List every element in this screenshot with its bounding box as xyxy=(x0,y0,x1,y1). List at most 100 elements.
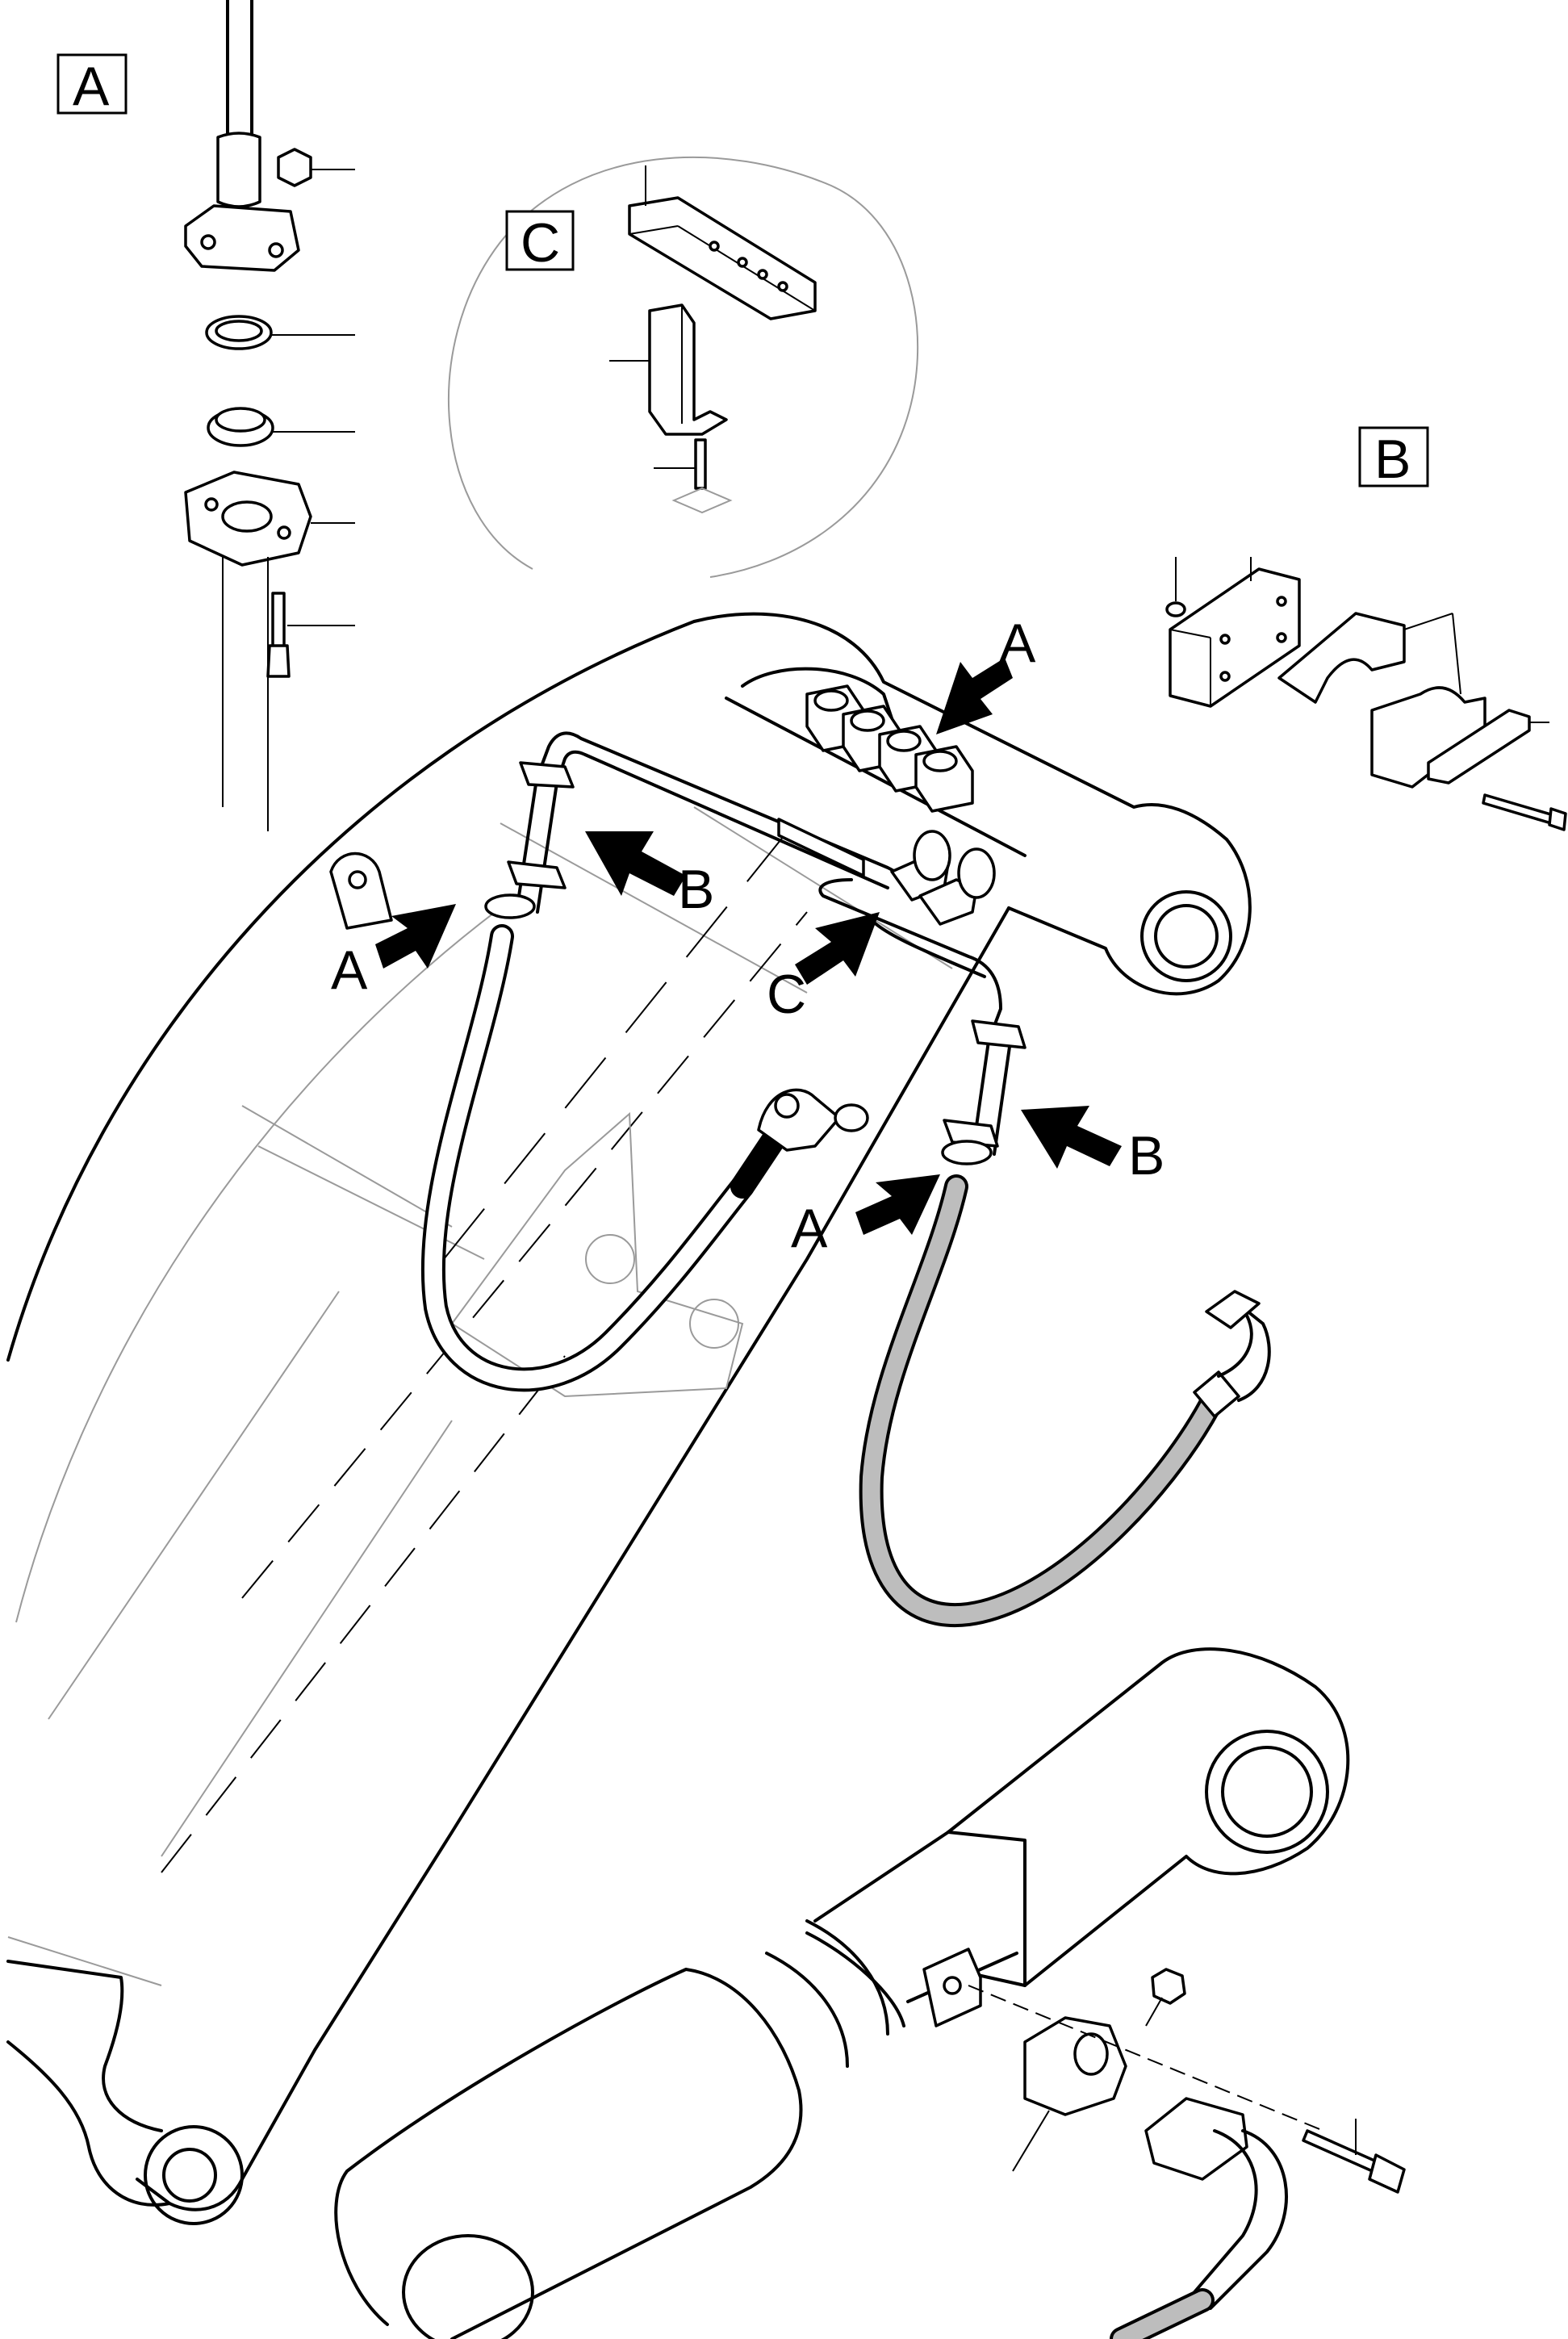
steel-tube-lower xyxy=(818,878,1002,1043)
detail-c-label-box xyxy=(505,210,575,271)
hydraulic-tubes xyxy=(484,684,1027,1165)
cylinder-end-cap xyxy=(402,2234,534,2339)
detail-c-group: C xyxy=(447,156,919,578)
detail-a-flange-hole xyxy=(204,497,219,512)
detail-b-group: B xyxy=(1165,426,1567,831)
detail-a-o-ring-inner xyxy=(215,320,263,342)
boom-foot-pin-outer xyxy=(144,2125,244,2225)
cylinder-head-block xyxy=(947,1831,1027,1987)
detail-c-angle-bar xyxy=(628,196,817,320)
callout-b-right: B xyxy=(1128,1125,1165,1186)
hose-right-end-fitting xyxy=(1205,1290,1261,1329)
exploded-flange-bore xyxy=(1073,2032,1109,2076)
exploded-bolt-head xyxy=(1368,2153,1406,2194)
boom-hidden-line xyxy=(241,911,808,1599)
boom-inner-line xyxy=(15,895,517,1623)
exploded-flange xyxy=(1023,2016,1127,2116)
cylinder-gland xyxy=(805,1931,905,2027)
boom-inner-line xyxy=(48,1291,340,1720)
detail-a-label: A xyxy=(73,56,110,117)
detail-a-flange-hole xyxy=(200,234,216,250)
detail-c-angle-edge xyxy=(629,225,679,235)
detail-b-plate-hole xyxy=(1276,596,1287,607)
tube-flange xyxy=(941,1140,993,1165)
fitting-cap xyxy=(813,689,849,712)
hose-right-elbow xyxy=(1217,1298,1253,1378)
detail-b-plate-hole xyxy=(1276,632,1287,643)
detail-c-label: C xyxy=(521,212,560,274)
tube-clamp xyxy=(507,860,567,889)
boom-inner-line xyxy=(693,806,953,969)
detail-a-nut xyxy=(277,148,312,187)
detail-b-bolt-head xyxy=(1548,807,1567,831)
detail-c-bar-hole xyxy=(709,241,720,252)
tube-flange xyxy=(484,893,536,919)
detail-c-bar-hole xyxy=(757,269,768,280)
boom-foot-pin-inner xyxy=(162,2148,217,2203)
steel-tube-upper xyxy=(555,750,889,889)
hose-right-inner xyxy=(862,1178,1219,1625)
detail-a-screw-head xyxy=(266,644,291,678)
detail-c-circle xyxy=(447,156,919,578)
hoses xyxy=(420,924,1271,1628)
arrow-a-lower xyxy=(855,1174,940,1235)
boom-side-lug-hole xyxy=(348,870,367,889)
callout-b-left: B xyxy=(678,859,714,920)
boom-outline-end xyxy=(1007,838,1252,996)
tube-clamp xyxy=(519,761,575,789)
detail-b-washer xyxy=(1165,601,1186,617)
boom-inner-line xyxy=(7,1936,162,1986)
detail-a-label-box xyxy=(56,53,128,115)
exploded-hose-inner xyxy=(1113,2291,1211,2339)
detail-a-group: A xyxy=(56,0,355,831)
boom-channel-side xyxy=(725,697,1027,857)
exploded-leader xyxy=(1145,1997,1163,2027)
hose-left-eye-hole xyxy=(774,1093,800,1119)
valve-fittings-top xyxy=(805,684,974,813)
cylinder-eye-inner xyxy=(1221,1746,1313,1838)
hose-left-inner xyxy=(424,927,751,1389)
boom-outline-top xyxy=(6,612,1228,1362)
detail-b-label: B xyxy=(1374,429,1411,490)
callout-c-mid: C xyxy=(767,964,806,1025)
hose-right xyxy=(859,1174,1223,1628)
tube-clamp xyxy=(918,878,978,926)
arrow-a-left xyxy=(375,904,456,969)
detail-c-angle-edge xyxy=(677,225,816,312)
side-fitting xyxy=(957,847,996,899)
arrow-a-top xyxy=(936,658,1013,734)
boom-side-lug xyxy=(329,851,393,930)
fitting-cap xyxy=(850,709,885,732)
detail-b-clamp-upper xyxy=(1277,612,1406,704)
fitting-cap xyxy=(886,730,922,752)
tube-bar-bracket xyxy=(777,818,865,877)
tube-clamp xyxy=(971,1019,1027,1049)
detail-c-bar-hole xyxy=(737,257,748,268)
cylinder-rod-eye xyxy=(947,1647,1350,1987)
boom-outline-bottom xyxy=(6,1960,163,2132)
detail-a-pipe xyxy=(226,0,253,139)
boom-hidden-line xyxy=(161,1355,566,1873)
detail-a-pipe-collar xyxy=(216,132,261,208)
detail-c-stud-base xyxy=(671,487,733,514)
cylinder-ring xyxy=(805,1919,889,2036)
exploded-tube-flange xyxy=(1144,2097,1248,2181)
detail-c-bar-hole xyxy=(777,281,788,292)
boom-outline-foot xyxy=(6,2040,171,2207)
boom-top-channel xyxy=(741,667,897,732)
detail-c-stud xyxy=(694,438,707,490)
exploded-plug xyxy=(1151,1968,1186,2005)
hose-left-end xyxy=(730,1126,787,1199)
exploded-bolt xyxy=(1302,2129,1382,2174)
detail-b-leader xyxy=(1452,613,1461,695)
arrow-c-mid xyxy=(795,912,880,985)
callout-a-lower: A xyxy=(791,1198,828,1259)
boom-inner-line xyxy=(161,1420,453,1857)
detail-b-plate-hole xyxy=(1219,634,1231,645)
boom-mid-bracket-hole xyxy=(689,1299,739,1349)
detail-a-lower-flange-bore xyxy=(221,500,273,533)
detail-b-label-box xyxy=(1358,426,1429,487)
callouts: A B A C B A xyxy=(331,613,1165,1259)
boom-end-pin-inner xyxy=(1154,904,1219,969)
detail-b-plate xyxy=(1169,567,1301,708)
